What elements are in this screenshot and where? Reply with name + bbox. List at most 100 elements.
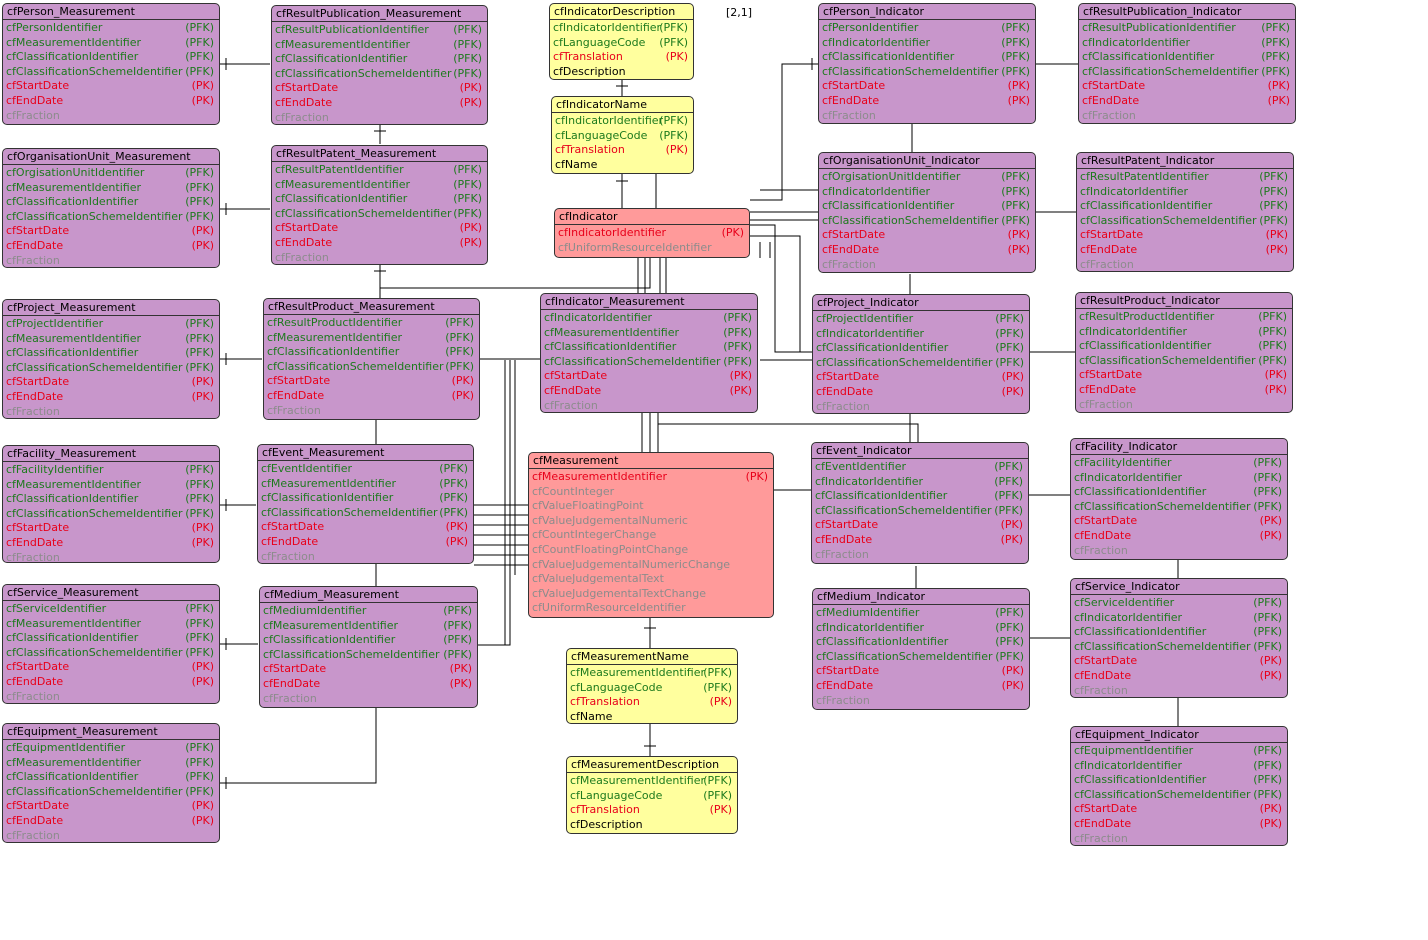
attribute-row: cfClassificationSchemeIdentifier(PFK) [6,210,216,225]
attribute-name: cfStartDate [267,374,331,388]
attribute-row: cfClassificationSchemeIdentifier(PFK) [275,207,484,222]
entity-title: cfIndicatorName [552,97,693,113]
key-marker: (PFK) [994,474,1023,488]
attribute-row: cfClassificationIdentifier(PFK) [815,489,1025,504]
key-marker: (PK) [1000,532,1023,546]
attribute-name: cfEndDate [544,383,602,397]
attribute-name: cfEndDate [816,384,874,398]
entity-title: cfMeasurementDescription [567,757,737,773]
key-marker: (PFK) [703,666,732,679]
attribute-name: cfMeasurementIdentifier [261,476,396,490]
key-marker: (PFK) [723,325,752,339]
attribute-name: cfClassificationIdentifier [275,52,408,66]
attribute-name: cfFraction [6,828,60,842]
attribute-name: cfLanguageCode [553,35,646,49]
attribute-row: cfMeasurementIdentifier(PFK) [275,38,484,53]
attribute-row: cfEndDate(PK) [1079,383,1289,398]
attribute-row: cfFraction [1074,684,1284,697]
key-marker: (PFK) [723,311,752,324]
key-marker: (PK) [449,676,472,690]
key-marker: (PK) [729,369,752,383]
attribute-row: cfCountIntegerChange [532,528,770,543]
attribute-row: cfClassificationIdentifier(PFK) [1074,773,1284,788]
key-marker: (PFK) [185,477,214,491]
attribute-row: cfEndDate(PK) [1074,817,1284,832]
attribute-row: cfStartDate(PK) [6,521,216,536]
attribute-name: cfValueJudgementalTextChange [532,586,707,600]
attribute-name: cfStartDate [822,228,886,242]
attribute-row: cfResultPublicationIdentifier(PFK) [1082,21,1292,36]
entity-title: cfFacility_Measurement [3,446,219,462]
attribute-row: cfClassificationIdentifier(PFK) [263,633,474,648]
attribute-row: cfMediumIdentifier(PFK) [263,604,474,619]
attribute-name: cfClassificationSchemeIdentifier [263,647,440,661]
attribute-name: cfClassificationIdentifier [6,50,139,64]
entity-title: cfMeasurement [529,453,773,469]
attribute-name: cfValueJudgementalNumeric [532,513,688,527]
key-marker: (PFK) [185,755,214,769]
attribute-name: cfEndDate [1074,528,1132,542]
attribute-row: cfTranslation(PK) [570,695,734,710]
attribute-row: cfClassificationIdentifier(PFK) [1074,485,1284,500]
attribute-name: cfEquipmentIdentifier [1074,744,1194,757]
attribute-name: cfStartDate [1079,368,1143,382]
attribute-row: cfOrgisationUnitIdentifier(PFK) [822,170,1032,185]
attribute-row: cfEndDate(PK) [1074,529,1284,544]
attribute-name: cfMeasurementIdentifier [263,618,398,632]
key-marker: (PK) [1259,668,1282,682]
attribute-row: cfValueJudgementalTextChange [532,587,770,602]
key-marker: (PFK) [995,341,1024,355]
attribute-name: cfFraction [6,253,60,267]
attribute-row: cfClassificationIdentifier(PFK) [6,492,216,507]
attribute-row: cfClassificationIdentifier(PFK) [6,50,216,65]
key-marker: (PFK) [995,312,1024,325]
key-marker: (PFK) [1253,499,1282,513]
attribute-row: cfResultPatentIdentifier(PFK) [1080,170,1290,185]
key-marker: (PK) [451,388,474,402]
key-marker: (PK) [459,95,482,109]
attribute-row: cfMeasurementIdentifier(PFK) [6,181,216,196]
key-marker: (PFK) [453,163,482,176]
key-marker: (PFK) [445,345,474,359]
attribute-name: cfIndicatorIdentifier [815,474,924,488]
attribute-row: cfEventIdentifier(PFK) [261,462,470,477]
key-marker: (PK) [191,535,214,549]
attribute-row: cfUniformResourceIdentifier [558,241,746,256]
key-marker: (PFK) [1001,213,1030,227]
attribute-row: cfClassificationIdentifier(PFK) [275,52,484,67]
attribute-row: cfClassificationSchemeIdentifier(PFK) [822,65,1032,80]
attribute-row: cfLanguageCode(PFK) [555,129,690,144]
attribute-row: cfLanguageCode(PFK) [570,789,734,804]
attribute-name: cfIndicatorIdentifier [1074,610,1183,624]
attribute-row: cfEndDate(PK) [275,236,484,251]
